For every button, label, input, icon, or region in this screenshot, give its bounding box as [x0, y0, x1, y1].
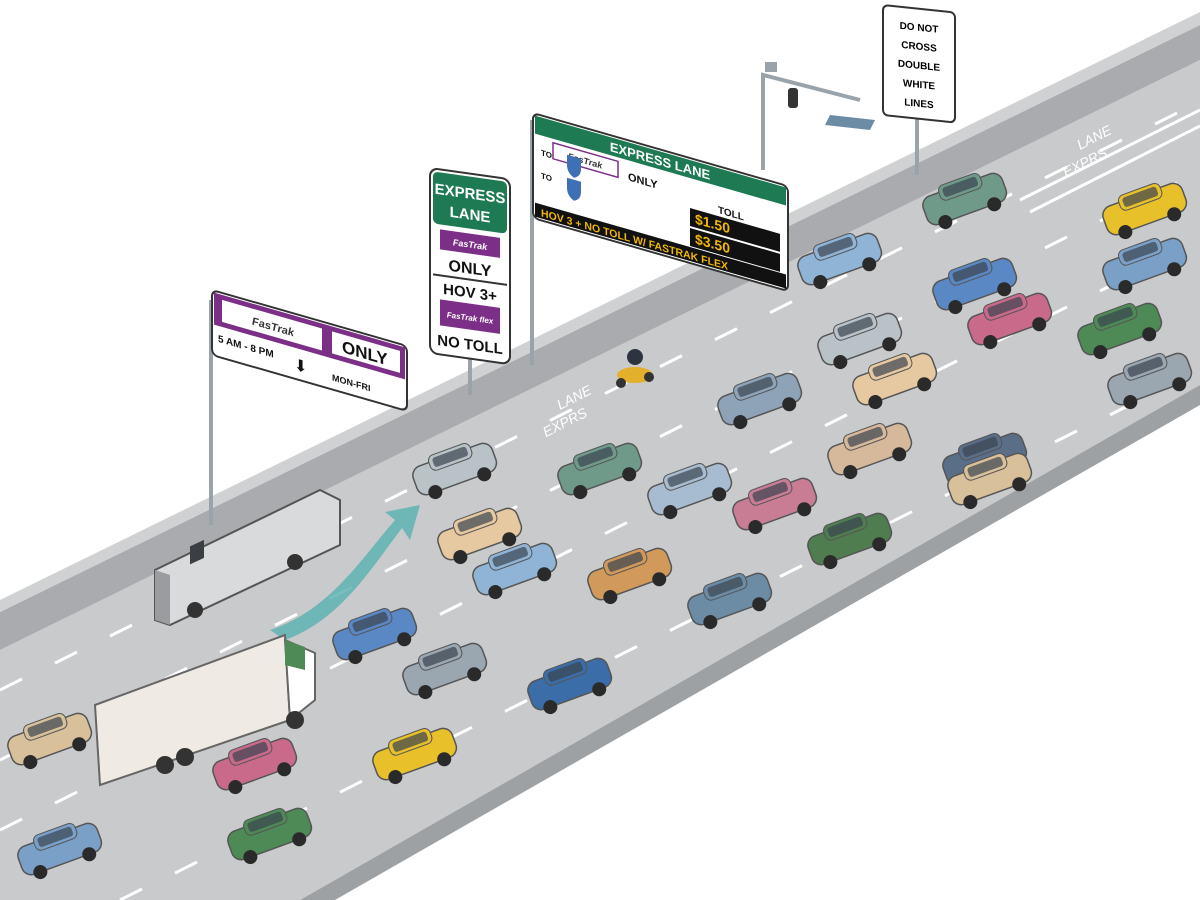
express-lane-side-sign: EXPRESS LANE FasTrak ONLY HOV 3+ FasTrak… — [429, 168, 511, 365]
lane-dash — [1054, 429, 1078, 444]
lane-dash — [54, 650, 78, 665]
lane-dash — [174, 860, 198, 875]
lane-dash — [494, 435, 518, 449]
interstate-shield-icon — [567, 177, 581, 201]
car — [967, 292, 1053, 350]
car — [732, 477, 818, 535]
lane-dash — [769, 300, 793, 315]
motorcycle — [616, 349, 654, 388]
only-text: ONLY — [449, 257, 492, 281]
car — [402, 642, 488, 700]
lane-dash — [824, 273, 848, 288]
car — [947, 452, 1033, 510]
car — [7, 712, 93, 770]
double-white-line — [1019, 108, 1200, 202]
car — [372, 727, 458, 785]
sign-line: DO NOT — [900, 21, 940, 36]
car — [557, 442, 643, 500]
lane-dash — [714, 327, 738, 341]
lane-dash — [659, 354, 683, 368]
traffic — [7, 172, 1193, 880]
lane-dash — [669, 618, 693, 632]
car — [827, 422, 913, 480]
sign-line: LINES — [904, 97, 934, 111]
lane-dash — [779, 564, 803, 578]
road-shoulder-edge — [300, 385, 1200, 900]
down-arrow-icon: ⬇ — [294, 356, 307, 377]
interstate-shield-icon — [567, 154, 581, 178]
lane-dash — [0, 817, 23, 832]
lane-dash — [384, 559, 408, 573]
express-lane-overhead-sign: EXPRESS LANE FasTrak ONLY TO TO TOLL $1.… — [532, 113, 789, 291]
car — [212, 737, 298, 795]
car — [717, 372, 803, 430]
lane-dash — [219, 639, 243, 654]
median-barrier-top — [0, 12, 1200, 612]
car — [852, 352, 938, 410]
lane-dash — [549, 408, 573, 422]
car — [687, 572, 773, 630]
lane-dash — [604, 521, 628, 535]
lane-dash — [339, 779, 363, 794]
to-text: TO — [541, 148, 552, 160]
to-text: TO — [541, 171, 552, 183]
car — [587, 547, 673, 605]
car — [1077, 302, 1163, 360]
car — [797, 232, 883, 290]
car — [227, 807, 313, 865]
merge-arrow-icon — [270, 505, 420, 640]
car — [817, 312, 903, 370]
median-barrier — [0, 25, 1200, 650]
lane-dash — [1099, 138, 1123, 153]
lane-dash — [659, 424, 683, 438]
lane-dash — [1044, 165, 1068, 180]
lane-dash — [54, 790, 78, 805]
lane-dash — [109, 623, 133, 638]
car — [472, 542, 558, 600]
lane-dash — [384, 489, 408, 503]
lane-dash — [0, 677, 23, 692]
semi-truck — [93, 633, 316, 787]
double-white-line — [1029, 124, 1200, 214]
fastrak-hours-sign: FasTrak ONLY 5 AM - 8 PM ⬇ MON-FRI — [211, 290, 408, 411]
car — [807, 512, 893, 570]
lane-dash — [614, 645, 638, 659]
car — [647, 462, 733, 520]
camera-icon — [788, 88, 798, 108]
lane-dash — [119, 887, 143, 900]
lane-dash — [274, 612, 298, 627]
sign-line: WHITE — [903, 78, 935, 92]
car — [437, 507, 523, 565]
lane-dash — [934, 359, 958, 374]
car — [412, 442, 498, 500]
sign-line: DOUBLE — [898, 59, 940, 74]
car — [922, 172, 1008, 230]
lane-dash — [824, 413, 848, 428]
lane-dash — [1044, 235, 1068, 250]
car — [332, 607, 418, 665]
bus — [154, 488, 341, 627]
lane-dash — [1154, 111, 1178, 126]
lane-dash — [504, 699, 528, 713]
car — [1107, 352, 1193, 410]
fastrak-logo-text: FasTrak — [453, 237, 488, 252]
lane-dash — [439, 602, 463, 616]
car — [17, 822, 103, 880]
car — [932, 257, 1018, 315]
lane-text: LANE — [450, 204, 491, 227]
lane-dash — [879, 246, 903, 261]
sign-line: CROSS — [901, 40, 937, 55]
car — [527, 657, 613, 715]
camera-pole — [761, 62, 875, 170]
lane-dash — [889, 510, 913, 525]
car — [1102, 182, 1188, 240]
car — [1102, 237, 1188, 295]
do-not-cross-sign: DO NOT CROSS DOUBLE WHITE LINES — [882, 4, 956, 124]
lane-dash — [769, 440, 793, 455]
